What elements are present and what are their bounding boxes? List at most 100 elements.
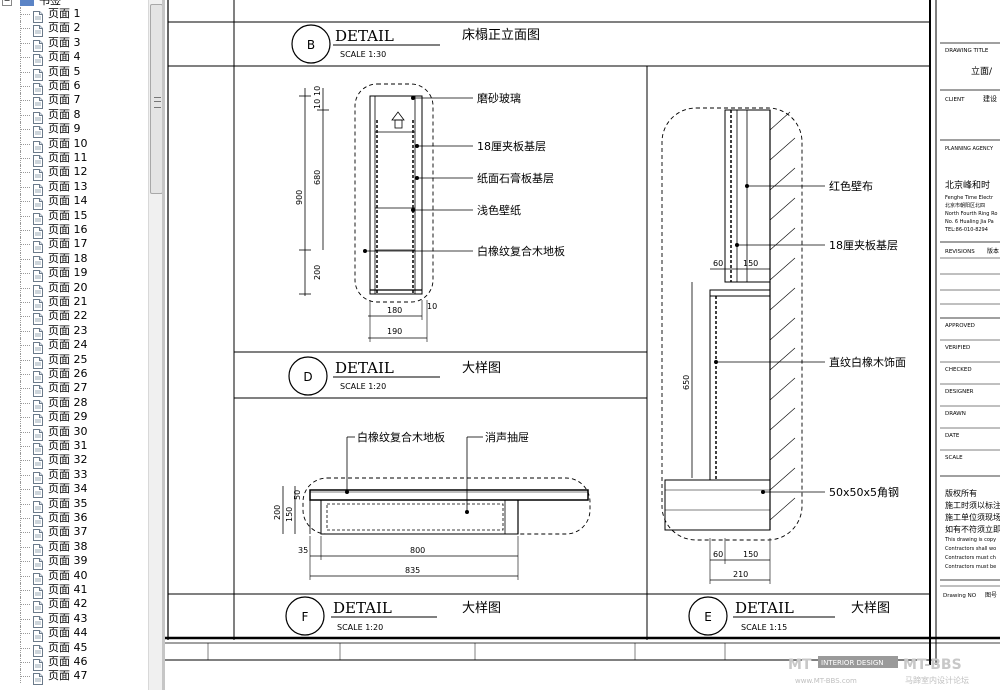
bookmark-label: 页面 30 [48, 424, 88, 438]
page-icon [33, 382, 43, 398]
bookmark-item[interactable]: 页面 3 [0, 35, 146, 52]
page-icon [33, 310, 43, 326]
page-icon [33, 267, 43, 283]
bookmark-label: 页面 26 [48, 367, 88, 380]
bookmark-item[interactable]: 页面 2 [0, 21, 146, 38]
dim-b-180: 180 [387, 306, 402, 315]
tb-planning-label: PLANNING AGENCY [945, 146, 994, 152]
detail-b-title: 床榻正立面图 [462, 28, 540, 43]
callout-b-1: 18厘夹板基层 [477, 139, 546, 153]
bookmark-label: 页面 13 [48, 179, 88, 193]
bookmark-item[interactable]: 页面 4 [0, 50, 146, 67]
bookmark-item[interactable]: 页面 45 [0, 640, 146, 657]
bookmark-label: 页面 39 [48, 554, 88, 568]
tb-revisions-label: REVISIONS [945, 249, 975, 255]
bookmark-item[interactable]: 页面 41 [0, 583, 146, 599]
bookmark-item[interactable]: 页面 20 [0, 280, 146, 297]
bookmark-label: 页面 37 [48, 525, 88, 539]
drawing-canvas: B DETAIL SCALE 1:30 床榻正立面图 900 680 200 1… [165, 0, 1000, 690]
tree-connector [20, 280, 31, 295]
dim-f-35: 35 [298, 546, 308, 555]
bookmark-item[interactable]: 页面 32 [0, 453, 146, 470]
page-icon [33, 426, 43, 441]
tb-company-line-1: 北京市朝阳区北四 [945, 202, 985, 209]
bookmark-label: 页面 32 [48, 453, 88, 467]
bookmark-item[interactable]: 页面 19 [0, 266, 146, 283]
bookmark-label: 页面 11 [48, 151, 88, 164]
tb-row-designer: DESIGNER [945, 389, 974, 395]
bookmark-item[interactable]: 页面 43 [0, 611, 146, 628]
bookmark-label: 页面 22 [48, 309, 88, 323]
bookmark-item[interactable]: 页面 22 [0, 309, 146, 326]
page-icon [33, 354, 43, 369]
tree-connector [20, 568, 31, 583]
bookmark-item[interactable]: 页面 31 [0, 439, 146, 455]
tree-connector [20, 323, 31, 338]
page-icon [33, 296, 43, 311]
bookmark-label: 页面 10 [48, 136, 88, 150]
bookmark-item[interactable]: 页面 21 [0, 295, 146, 311]
tree-connector [20, 122, 31, 137]
bookmark-item[interactable]: 页面 16 [0, 223, 146, 239]
bookmark-item[interactable]: 页面 7 [0, 93, 146, 110]
bookmark-root[interactable]: − 书签 [2, 0, 61, 8]
detail-f-scale: SCALE 1:20 [337, 623, 383, 632]
tree-connector [20, 611, 31, 626]
dim-f-800: 800 [410, 546, 425, 555]
bookmark-item[interactable]: 页面 37 [0, 525, 146, 542]
bookmark-item[interactable]: 页面 15 [0, 208, 146, 225]
bookmark-item[interactable]: 页面 39 [0, 554, 146, 571]
page-icon [33, 37, 43, 52]
bookmark-item[interactable]: 页面 13 [0, 179, 146, 196]
bookmark-item[interactable]: 页面 9 [0, 122, 146, 139]
bookmark-item[interactable]: 页面 25 [0, 352, 146, 369]
bookmark-item[interactable]: 页面 30 [0, 424, 146, 441]
bookmark-item[interactable]: 页面 42 [0, 597, 146, 614]
bookmark-item[interactable]: 页面 10 [0, 136, 146, 153]
page-icon [33, 368, 43, 383]
bookmark-item[interactable]: 页面 5 [0, 64, 146, 81]
bookmark-item[interactable]: 页面 46 [0, 655, 146, 671]
bookmark-item[interactable]: 页面 24 [0, 338, 146, 355]
bookmark-item[interactable]: 页面 35 [0, 496, 146, 513]
tb-drawing-title-label: DRAWING TITLE [945, 48, 989, 54]
page-icon [33, 181, 43, 196]
bookmark-item[interactable]: 页面 29 [0, 410, 146, 427]
bookmark-item[interactable]: 页面 23 [0, 323, 146, 340]
bookmark-item[interactable]: 页面 38 [0, 539, 146, 556]
bookmark-item[interactable]: 页面 27 [0, 381, 146, 398]
page-icon [33, 584, 43, 599]
bookmark-item[interactable]: 页面 12 [0, 165, 146, 182]
bookmark-item[interactable]: 页面 33 [0, 467, 146, 484]
tb-row-scale: SCALE [945, 455, 963, 461]
detail-b-scale: SCALE 1:30 [340, 50, 386, 59]
bookmark-item[interactable]: 页面 14 [0, 194, 146, 211]
bookmark-item[interactable]: 页面 26 [0, 367, 146, 383]
bookmark-item[interactable]: 页面 36 [0, 511, 146, 527]
bookmark-item[interactable]: 页面 34 [0, 482, 146, 499]
bookmark-item[interactable]: 页面 6 [0, 79, 146, 95]
bookmark-item[interactable]: 页面 8 [0, 107, 146, 124]
tree-connector [20, 669, 31, 684]
tree-connector [20, 367, 31, 381]
panel-splitter[interactable] [162, 0, 165, 690]
page-icon [33, 454, 43, 470]
tb-row-verified: VERIFIED [945, 345, 970, 351]
bookmark-item[interactable]: 页面 17 [0, 237, 146, 254]
tree-connector [20, 35, 31, 50]
detail-e-scale: SCALE 1:15 [741, 623, 787, 632]
page-icon [33, 598, 43, 614]
detail-d-marker: D [303, 370, 312, 384]
bookmark-item[interactable]: 页面 18 [0, 251, 146, 268]
vertical-scrollbar[interactable] [148, 0, 163, 690]
bookmark-item[interactable]: 页面 44 [0, 626, 146, 643]
collapse-icon[interactable]: − [2, 0, 12, 6]
bookmark-item[interactable]: 页面 1 [0, 7, 146, 23]
bookmark-label: 页面 18 [48, 251, 88, 265]
bookmark-item[interactable]: 页面 40 [0, 568, 146, 585]
bookmark-item[interactable]: 页面 28 [0, 395, 146, 412]
bookmark-item[interactable]: 页面 11 [0, 151, 146, 167]
bookmark-item[interactable]: 页面 47 [0, 669, 146, 686]
bookmark-label: 页面 5 [48, 64, 81, 78]
page-icon [33, 397, 43, 412]
